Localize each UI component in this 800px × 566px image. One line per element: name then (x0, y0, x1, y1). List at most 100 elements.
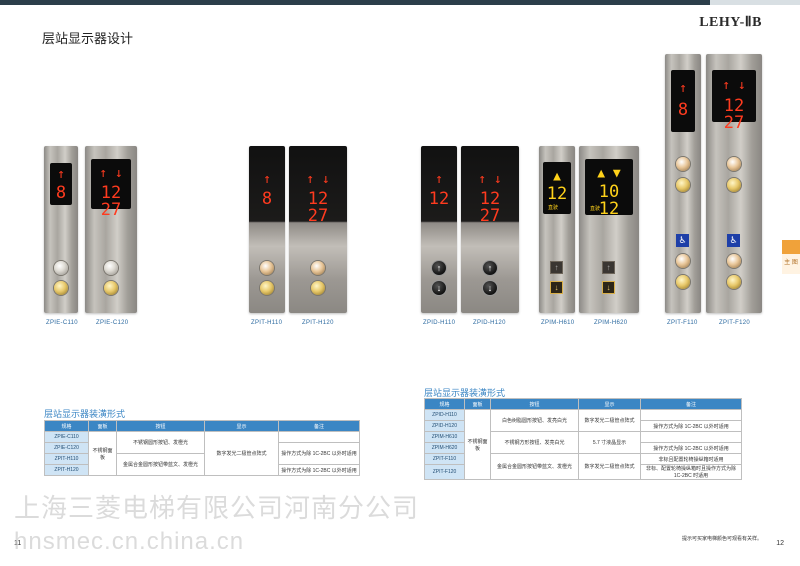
floor-display: ↑ 12 (427, 163, 451, 208)
direction-arrows: ↑ (263, 172, 271, 187)
call-button-up[interactable] (104, 261, 118, 275)
col-header: 备注 (640, 398, 742, 410)
call-button-up[interactable] (676, 157, 690, 171)
col-header: 备注 (278, 420, 360, 432)
table-row: ZPIM-H620 操作方式为除 1C-2BC 以外时适用 (424, 442, 742, 454)
button-cell: 金属合金圆形按钮带蓝文、发橙光 (116, 453, 205, 476)
model-cell: ZPIT-F110 (424, 453, 465, 465)
floor-display: ↑ ↓ 12 27 (467, 163, 513, 225)
hall-panel: ↑ ↓ 12 27 ↑ ↓ (461, 146, 519, 313)
call-button-down[interactable] (260, 281, 274, 295)
hall-panel: ↑ 8 (44, 146, 78, 313)
table-row: ZPID-H120 操作方式为除 1C-2BC 以外时适用 (424, 420, 742, 432)
call-button-down[interactable] (727, 178, 741, 192)
direction-arrows: ↑ (57, 167, 65, 182)
accessible-call-up[interactable] (676, 254, 690, 268)
floor-digits: 12 (546, 184, 568, 204)
call-button-up[interactable]: ↑ (550, 261, 563, 274)
spec-table-left: 规格 面板 按钮 显示 备注 ZPIE-C110 不锈钢面板 不锈钢圆形按钮、发… (44, 420, 360, 476)
page-number-right: 12 (776, 540, 784, 547)
floor-digits: 10 12 (598, 182, 620, 219)
floor-display: ↑ 8 (50, 163, 72, 205)
panel-cell: 不锈钢面板 (464, 409, 491, 480)
model-cell: ZPIE-C110 (44, 431, 89, 443)
side-tab[interactable] (782, 240, 800, 254)
hall-panel: ↑ ↓ 12 27 (289, 146, 347, 313)
call-button-down[interactable] (104, 281, 118, 295)
floor-digits: 8 (677, 100, 689, 120)
footnote: 提示可买家电梯颜色可观看有关样。 (681, 536, 762, 542)
model-cell: ZPIT-H120 (44, 464, 89, 476)
model-label: ZPIM-H610 (541, 320, 575, 326)
floor-digits: 12 27 (723, 96, 745, 133)
remark-cell (278, 431, 360, 443)
hall-panel: ↑ 12 ↑ ↓ (421, 146, 457, 313)
floor-digits: 8 (55, 183, 67, 203)
table-row: ZPIT-F120 非标、配置轮椅操纵箱时且操作方式为除 1C-2BC 时适用 (424, 464, 742, 480)
col-header: 面板 (88, 420, 117, 432)
model-label: ZPIE-C120 (96, 320, 129, 326)
remark-cell (640, 409, 742, 421)
call-button-up[interactable] (54, 261, 68, 275)
call-button-down[interactable] (54, 281, 68, 295)
call-button-up[interactable]: ↑ (483, 261, 497, 275)
hall-panel: ▲ 12 直驶 ↑ ↓ (539, 146, 575, 313)
col-header: 规格 (44, 420, 89, 432)
table-row: ZPIT-H120 操作方式为除 1C-2BC 以外时适用 (44, 464, 360, 476)
top-bar-accent (710, 0, 800, 5)
display-cell: 数字发光二极管点阵式 (578, 453, 641, 480)
col-header: 面板 (464, 398, 491, 410)
lcd-caption: 直驶 (590, 206, 601, 212)
direction-arrows: ↑ ↓ (478, 172, 502, 187)
hall-panel: ▲ ▼ 10 12 直驶 ↑ ↓ (579, 146, 639, 313)
accessible-call-down[interactable] (676, 275, 690, 289)
floor-display: ↑ ↓ 12 27 (91, 159, 131, 219)
direction-arrows: ↑ ↓ (722, 78, 746, 93)
lcd-caption: 直驶 (548, 205, 559, 211)
section-title-left: 层站显示器装潢形式 (44, 409, 126, 419)
model-label: ZPIT-H120 (302, 320, 334, 326)
call-button-up[interactable]: ↑ (432, 261, 446, 275)
direction-arrows: ↑ ↓ (306, 172, 330, 187)
call-button-down[interactable]: ↓ (432, 281, 446, 295)
model-label: ZPID-H110 (423, 320, 456, 326)
remark-cell (640, 431, 742, 443)
call-button-down[interactable]: ↓ (602, 281, 615, 294)
remark-cell: 操作方式为除 1C-2BC 以外时适用 (640, 442, 742, 454)
call-button-down[interactable]: ↓ (550, 281, 563, 294)
direction-arrows: ↑ (679, 81, 687, 96)
call-button-down[interactable] (676, 178, 690, 192)
accessible-call-up[interactable] (727, 254, 741, 268)
model-cell: ZPIM-H620 (424, 442, 465, 454)
table-row: ZPIT-H110 金属合金圆形按钮带蓝文、发橙光 (44, 453, 360, 476)
model-label: ZPIT-H110 (251, 320, 283, 326)
button-cell: 不锈钢圆形按钮、发橙光 (116, 431, 205, 454)
call-button-up[interactable] (311, 261, 325, 275)
model-cell: ZPID-H110 (424, 409, 465, 421)
table-row: ZPIT-F110 金属合金圆形按钮带蓝文、发橙光 数字发光二极管点阵式 非标且… (424, 453, 742, 480)
display-cell: 数字发光二极管点阵式 (578, 409, 641, 432)
direction-arrows: ↑ (435, 172, 443, 187)
page-title: 层站显示器设计 (42, 31, 134, 46)
call-button-down[interactable] (311, 281, 325, 295)
floor-display: ↑ 8 (671, 70, 695, 132)
watermark-company: 上海三菱电梯有限公司河南分公司 (14, 493, 420, 523)
hall-panel: ↑ 8 (249, 146, 285, 313)
hall-panel: ↑ 8 ♿ (665, 54, 701, 313)
table-row: ZPID-H110 不锈钢面板 白色树脂圆形按钮、发亮白光 数字发光二极管点阵式 (424, 409, 742, 480)
hall-panel: ↑ ↓ 12 27 (85, 146, 137, 313)
col-header: 按钮 (490, 398, 579, 410)
display-cell: 5.7 寸液晶显示 (578, 431, 641, 454)
accessible-call-down[interactable] (727, 275, 741, 289)
call-button-up[interactable]: ↑ (602, 261, 615, 274)
remark-cell: 操作方式为除 1C-2BC 以外时适用 (278, 464, 360, 476)
direction-arrows: ▲ (553, 169, 561, 184)
watermark-url: hnsmec.cn.china.cn (14, 528, 245, 555)
call-button-down[interactable]: ↓ (483, 281, 497, 295)
remark-cell: 非标且配置轮椅操纵箱时适用 (640, 453, 742, 465)
call-button-up[interactable] (260, 261, 274, 275)
call-button-up[interactable] (727, 157, 741, 171)
floor-display: ↑ 8 (255, 163, 279, 208)
model-cell: ZPIM-H610 (424, 431, 465, 443)
model-cell: ZPIE-C120 (44, 442, 89, 454)
